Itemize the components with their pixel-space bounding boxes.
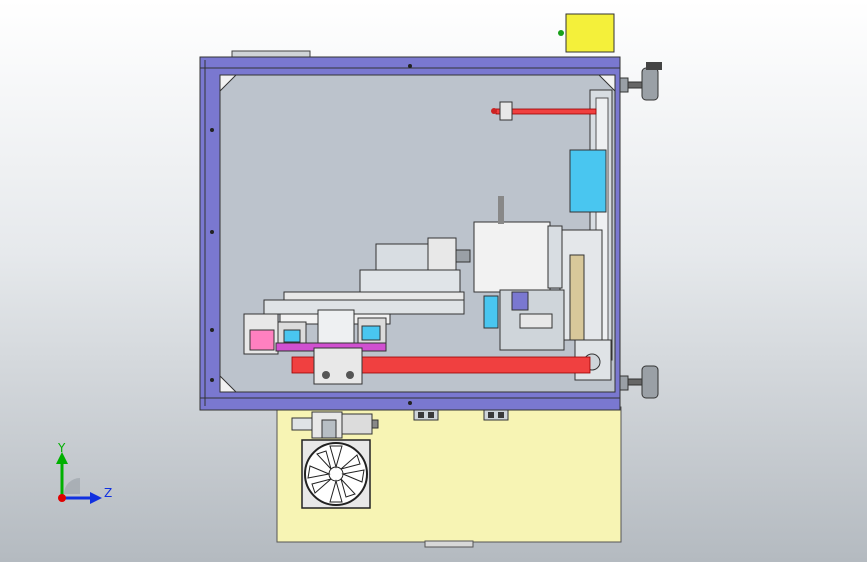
motor-unit (473, 196, 565, 351)
base-cabinet (276, 406, 622, 548)
drive-motor (359, 237, 471, 293)
handwheel-top (619, 62, 662, 101)
y-axis-label: Y (57, 441, 66, 455)
axis-triad: Y Z (56, 441, 112, 504)
upper-rod (491, 101, 597, 121)
lower-tube (291, 347, 591, 385)
z-axis-label: Z (104, 486, 112, 500)
x-axis-dot (58, 494, 66, 502)
gripper-assembly (243, 309, 387, 355)
handwheel-bottom (619, 365, 659, 399)
air-valve (291, 411, 379, 439)
vertical-slide (559, 89, 613, 381)
cooling-fan (301, 439, 371, 509)
control-box (558, 13, 615, 53)
